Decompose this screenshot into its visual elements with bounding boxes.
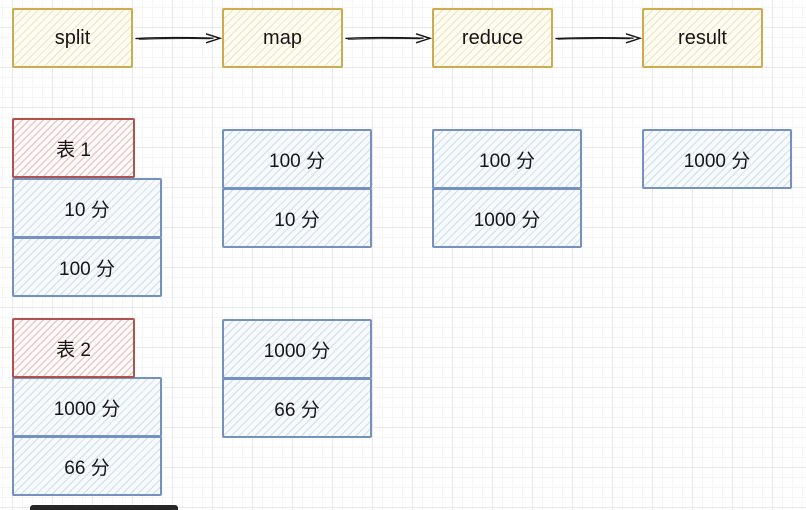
node-split-t2-item-2[interactable]: 66 分 bbox=[12, 436, 162, 496]
node-map-g2-item-1[interactable]: 1000 分 bbox=[222, 319, 372, 379]
flow-step-result[interactable]: result bbox=[642, 8, 763, 68]
node-split-t1-item-2[interactable]: 100 分 bbox=[12, 237, 162, 297]
node-split-t1-item-1[interactable]: 10 分 bbox=[12, 178, 162, 238]
node-table-2[interactable]: 表 2 bbox=[12, 318, 135, 378]
node-map-g2-item-2[interactable]: 66 分 bbox=[222, 378, 372, 438]
node-split-t2-item-1[interactable]: 1000 分 bbox=[12, 377, 162, 437]
arrow-split-to-map[interactable] bbox=[135, 33, 223, 44]
flow-step-split[interactable]: split bbox=[12, 8, 133, 68]
arrow-map-to-reduce[interactable] bbox=[345, 33, 433, 44]
bottom-edge-bar bbox=[30, 505, 178, 510]
node-map-g1-item-2[interactable]: 10 分 bbox=[222, 188, 372, 248]
node-map-g1-item-1[interactable]: 100 分 bbox=[222, 129, 372, 189]
arrow-reduce-to-result[interactable] bbox=[555, 33, 643, 44]
